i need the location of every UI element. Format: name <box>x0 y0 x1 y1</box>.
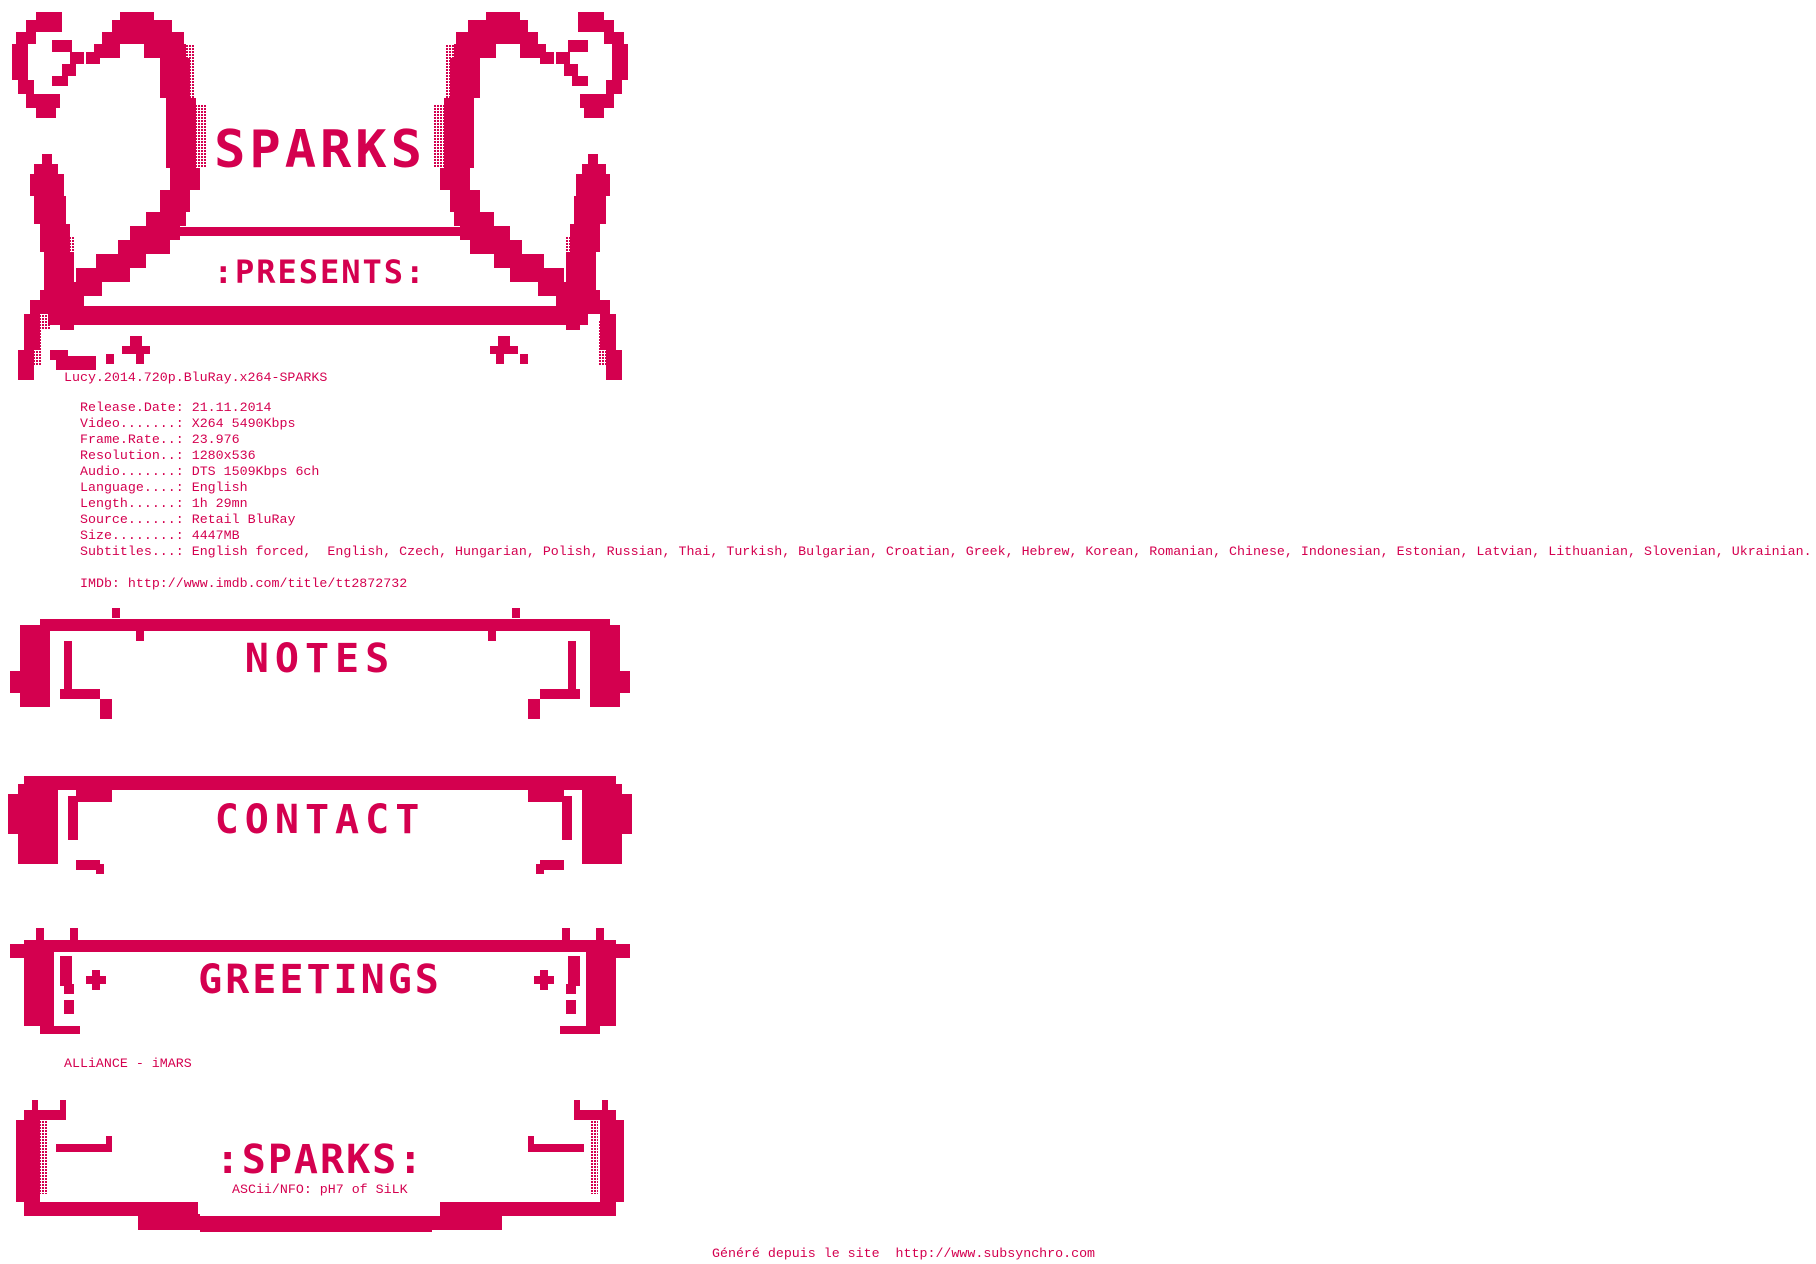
info-key: Source......: <box>80 512 184 527</box>
sparkle-icon <box>106 336 150 364</box>
info-value: X264 5490Kbps <box>191 416 296 431</box>
info-row <box>80 560 1812 576</box>
info-key: Frame.Rate..: <box>80 432 184 447</box>
info-block: Release.Date: 21.11.2014 Video.......: X… <box>80 400 1812 592</box>
notes-heading: notes <box>244 636 396 682</box>
logo-word: SPARKS <box>214 120 426 180</box>
release-name: Lucy.2014.720p.BluRay.x264-SPARKS <box>64 370 328 385</box>
info-key: Audio.......: <box>80 464 184 479</box>
generated-label: Généré depuis le site <box>712 1246 880 1261</box>
greetings-text: ALLiANCE - iMARS <box>64 1056 192 1071</box>
generated-footer: Généré depuis le site http://www.subsync… <box>712 1246 1095 1262</box>
contact-banner: contact <box>0 776 640 876</box>
contact-heading: contact <box>214 797 426 843</box>
footer-logo-art <box>16 1100 624 1232</box>
info-row: Frame.Rate..: 23.976 <box>80 432 1812 448</box>
notes-banner-art <box>10 608 630 719</box>
imdb-label: IMDb: <box>80 576 120 591</box>
info-value: 1280x536 <box>191 448 256 463</box>
info-row: Video.......: X264 5490Kbps <box>80 416 1812 432</box>
info-value: English <box>191 480 248 495</box>
greetings-banner: greetings <box>0 926 640 1036</box>
info-value: DTS 1509Kbps 6ch <box>191 464 320 479</box>
header-logo: SPARKS :PRESENTS: <box>0 0 640 380</box>
info-value: 23.976 <box>191 432 240 447</box>
info-value: 4447MB <box>191 528 240 543</box>
subsynchro-link[interactable]: http://www.subsynchro.com <box>895 1246 1096 1261</box>
footer-logo: :SPARKS: ASCii/NFO: pH7 of SiLK <box>0 1100 640 1232</box>
ascii-credit: ASCii/NFO: pH7 of SiLK <box>232 1182 408 1197</box>
divider-bar <box>160 227 472 236</box>
info-row: Resolution..: 1280x536 <box>80 448 1812 464</box>
notes-banner: notes <box>0 605 640 719</box>
left-ornament <box>12 12 206 380</box>
info-row: Size........: 4447MB <box>80 528 1812 544</box>
info-value: 21.11.2014 <box>191 400 272 415</box>
info-key: Release.Date: <box>80 400 184 415</box>
imdb-row: IMDb: http://www.imdb.com/title/tt287273… <box>80 576 1812 592</box>
info-key: Subtitles...: <box>80 544 184 559</box>
info-value: 1h 29mn <box>191 496 248 511</box>
right-ornament <box>434 12 628 380</box>
info-row: Subtitles...: English forced, English, C… <box>80 544 1812 560</box>
info-key: Language....: <box>80 480 184 495</box>
scroll-bar <box>48 306 588 325</box>
info-key: Video.......: <box>80 416 184 431</box>
logo-subword: :PRESENTS: <box>213 253 427 291</box>
info-row: Length......: 1h 29mn <box>80 496 1812 512</box>
contact-banner-art <box>8 776 632 874</box>
greetings-heading: greetings <box>198 957 442 1003</box>
info-key: Resolution..: <box>80 448 184 463</box>
info-row: Source......: Retail BluRay <box>80 512 1812 528</box>
info-row: Language....: English <box>80 480 1812 496</box>
info-key: Length......: <box>80 496 184 511</box>
info-key: Size........: <box>80 528 184 543</box>
info-row: Release.Date: 21.11.2014 <box>80 400 1812 416</box>
footer-logo-word: :SPARKS: <box>215 1137 425 1183</box>
greetings-banner-art <box>10 928 630 1034</box>
info-value: English forced, English, Czech, Hungaria… <box>191 544 1812 559</box>
info-value: Retail BluRay <box>191 512 296 527</box>
header-logo-art <box>12 12 628 380</box>
info-row: Audio.......: DTS 1509Kbps 6ch <box>80 464 1812 480</box>
imdb-link[interactable]: http://www.imdb.com/title/tt2872732 <box>127 576 408 591</box>
